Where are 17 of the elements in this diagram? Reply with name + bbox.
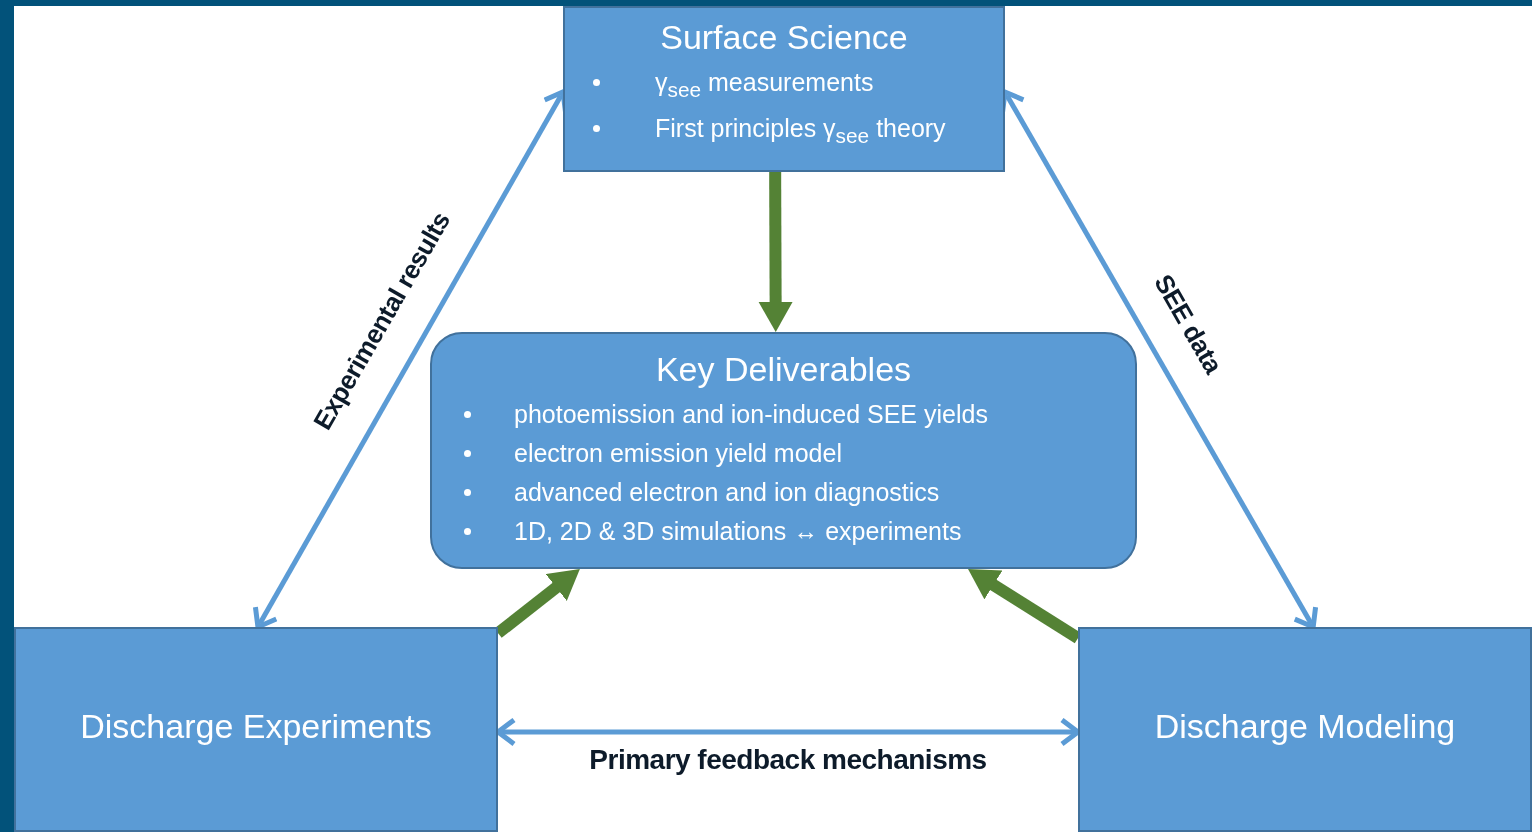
box-title: Discharge Modeling [1154,707,1456,746]
process-box [14,627,498,832]
box-title: Discharge Experiments [80,707,432,746]
bullet-item: First principles γ$_{see}$ theory [585,109,983,155]
process-box [563,6,1005,172]
bullet-item: photoemission and ion-induced SEE yields [456,395,1111,434]
box-title: Surface Science [659,18,909,57]
rounded-process-box [430,332,1137,569]
bullet-item: electron emission yield model [456,434,1111,473]
bullet-item: 1D, 2D & 3D simulations ↔ experiments [456,512,1111,551]
box-title: Key Deliverables [654,350,913,389]
edge-label: Primary feedback mechanisms [589,743,987,776]
arrow [758,171,793,332]
bullet-item: advanced electron and ion diagnostics [456,473,1111,512]
arrow [494,569,580,638]
process-box [1078,627,1532,832]
bullet-item: γ$_{see}$ measurements [585,63,983,109]
